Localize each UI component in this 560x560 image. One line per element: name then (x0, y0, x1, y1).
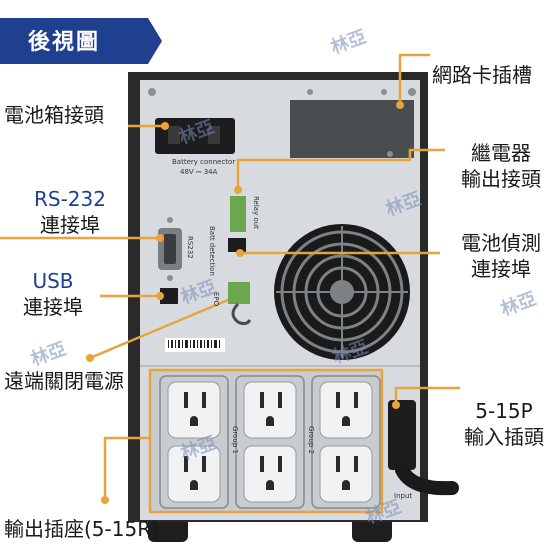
label-usb-line2: 連接埠 (23, 295, 83, 319)
label-input-plug: 5-15P 輸入插頭 (452, 398, 556, 450)
label-rs232-line1: RS-232 (34, 187, 106, 211)
foot-left (148, 516, 188, 542)
label-relay-output-line1: 繼電器 (471, 141, 531, 165)
label-battery-detection: 電池偵測 連接埠 (446, 230, 556, 282)
outlet-5-15r (243, 445, 297, 503)
input-text: Input (394, 492, 413, 500)
batt-detection-text: Batt detection (208, 226, 216, 276)
callout-lines (0, 53, 460, 514)
input-plug (388, 400, 459, 496)
label-usb-port: USB 連接埠 (8, 268, 98, 320)
battery-detection-port (228, 238, 246, 252)
cooling-fan (274, 224, 410, 360)
label-battery-detect-line1: 電池偵測 (461, 231, 541, 255)
outlet-groups (159, 375, 381, 509)
group1-text: Group 1 (231, 426, 239, 454)
label-output-sockets: 輸出插座(5-15R) (4, 517, 159, 541)
outlet-5-15r (319, 445, 373, 503)
label-battery-detect-line2: 連接埠 (471, 257, 531, 281)
label-battery-box-connector: 電池箱接頭 (4, 103, 104, 127)
label-relay-output: 繼電器 輸出接頭 (446, 140, 556, 192)
label-rs232-line2: 連接埠 (40, 213, 100, 237)
battery-rating-text: 48V ⎓ 34A (180, 168, 218, 176)
foot-right (352, 516, 392, 542)
outlet-5-15r (167, 381, 221, 439)
network-card-slot (290, 100, 414, 158)
label-relay-output-line2: 輸出接頭 (461, 167, 541, 191)
label-network-card-slot: 網路卡插槽 (432, 63, 532, 87)
group2-text: Group 2 (307, 426, 315, 454)
outlet-5-15r (319, 381, 373, 439)
usb-port (160, 288, 178, 304)
relay-out-connector (230, 196, 246, 232)
epo-connector (228, 282, 250, 304)
label-usb-line1: USB (32, 269, 74, 293)
rs232-text: RS232 (186, 236, 194, 259)
relay-out-text: Relay out (252, 196, 260, 229)
outlet-5-15r (243, 381, 297, 439)
label-rs232-port: RS-232 連接埠 (20, 186, 120, 238)
label-input-line2: 輸入插頭 (464, 425, 544, 449)
banner-title: 後視圖 (28, 30, 101, 55)
label-remote-power-off: 遠端關閉電源 (4, 369, 124, 393)
outlet-5-15r (167, 445, 221, 503)
battery-connector-text: Battery connector (172, 158, 236, 166)
label-input-line1: 5-15P (475, 399, 533, 423)
title-banner (0, 18, 162, 64)
epo-text: EPO (212, 292, 220, 307)
